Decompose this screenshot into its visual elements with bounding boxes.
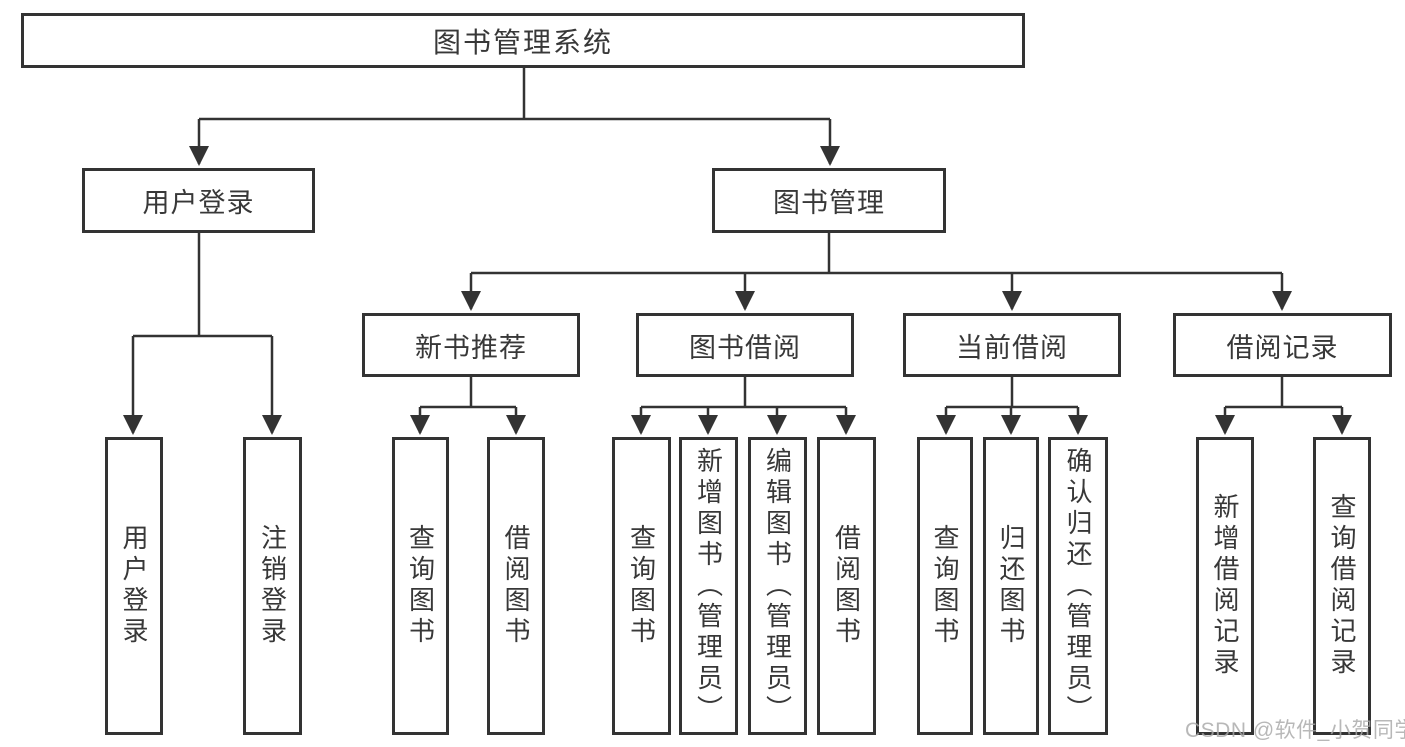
connector-user-login	[123, 233, 282, 435]
node-leaf-query-books-1: 查询图书	[392, 437, 449, 735]
node-leaf-confirm-return-admin: 确认归还（管理员）	[1048, 437, 1108, 735]
node-leaf-borrow-books-1: 借阅图书	[487, 437, 545, 735]
node-leaf-return-books: 归还图书	[983, 437, 1039, 735]
leaf-label: 注销登录	[257, 524, 288, 648]
node-root: 图书管理系统	[21, 13, 1025, 68]
leaf-label: 查询图书	[626, 524, 657, 648]
node-leaf-add-books-admin: 新增图书（管理员）	[679, 437, 738, 735]
node-leaf-query-books-3: 查询图书	[917, 437, 973, 735]
connector-current-borrowing	[936, 377, 1088, 435]
leaf-label: 归还图书	[996, 524, 1026, 648]
node-leaf-logout: 注销登录	[243, 437, 302, 735]
leaf-label: 借阅图书	[831, 524, 862, 648]
leaf-label: 查询图书	[405, 524, 436, 648]
connector-new-book-recommend	[410, 377, 526, 435]
leaf-label: 新增图书（管理员）	[693, 446, 724, 726]
connector-book-management	[461, 233, 1292, 311]
leaf-label: 查询借阅记录	[1327, 493, 1357, 679]
node-new-book-recommend: 新书推荐	[362, 313, 580, 377]
leaf-label: 借阅图书	[501, 524, 531, 648]
node-book-borrowing: 图书借阅	[636, 313, 854, 377]
connector-book-borrowing	[631, 377, 856, 435]
leaf-label: 用户登录	[119, 524, 149, 648]
leaf-label: 查询图书	[930, 524, 960, 648]
node-borrowing-records: 借阅记录	[1173, 313, 1392, 377]
leaf-label: 编辑图书（管理员）	[762, 446, 793, 726]
leaf-label: 确认归还（管理员）	[1063, 446, 1093, 726]
node-user-login: 用户登录	[82, 168, 315, 233]
node-book-management: 图书管理	[712, 168, 946, 233]
node-current-borrowing: 当前借阅	[903, 313, 1121, 377]
node-leaf-edit-books-admin: 编辑图书（管理员）	[748, 437, 807, 735]
node-leaf-borrow-books-2: 借阅图书	[817, 437, 876, 735]
watermark-text: CSDN @软件_小贺同学	[1185, 719, 1405, 742]
node-leaf-query-books-2: 查询图书	[612, 437, 671, 735]
leaf-label: 新增借阅记录	[1210, 493, 1240, 679]
connector-borrowing-records	[1215, 377, 1352, 435]
node-leaf-query-borrow-record: 查询借阅记录	[1313, 437, 1371, 735]
connector-root	[189, 68, 840, 166]
node-leaf-add-borrow-record: 新增借阅记录	[1196, 437, 1254, 735]
node-leaf-user-login: 用户登录	[105, 437, 163, 735]
